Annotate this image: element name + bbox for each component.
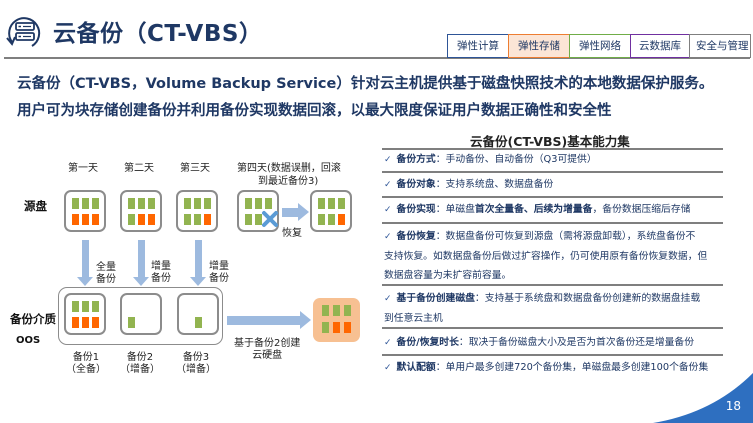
divider bbox=[382, 327, 723, 329]
backup-2-incremental bbox=[120, 293, 162, 335]
oos-label: OOS bbox=[16, 335, 41, 346]
check-icon: ✓ bbox=[384, 155, 392, 165]
backup-2-label: 备份2（增备） bbox=[120, 352, 160, 375]
create-disk-label: 基于备份2创建云硬盘 bbox=[234, 338, 301, 361]
source-disk-day1 bbox=[64, 190, 106, 232]
source-disk-day2 bbox=[120, 190, 162, 232]
incremental-backup-label-2: 增量备份 bbox=[209, 261, 229, 284]
check-icon: ✓ bbox=[384, 363, 392, 373]
server-backup-cycle-icon bbox=[6, 17, 41, 47]
full-backup-label: 全量备份 bbox=[96, 262, 116, 285]
incremental-backup-arrow-1 bbox=[133, 240, 149, 286]
capability-backup-duration: ✓备份/恢复时长：取决于备份磁盘大小及是否为首次备份还是增量备份 bbox=[384, 337, 695, 348]
capability-backup-target: ✓备份对象：支持系统盘、数据盘备份 bbox=[384, 179, 554, 190]
page-number: 18 bbox=[725, 399, 741, 413]
day-label-2: 第二天 bbox=[124, 163, 154, 174]
page-title: 云备份（CT-VBS） bbox=[53, 21, 263, 47]
intro-line-2: 用户可为块存储创建备份并利用备份实现数据回滚，以最大限度保证用户数据正确性和安全… bbox=[17, 103, 612, 119]
check-icon: ✓ bbox=[384, 294, 392, 304]
backup-1-full bbox=[64, 293, 106, 335]
divider bbox=[382, 354, 723, 356]
capability-backup-mode: ✓备份方式：手动备份、自动备份（Q3可提供） bbox=[384, 154, 597, 165]
backup-3-label: 备份3（增备） bbox=[176, 352, 216, 375]
tab-elastic-storage[interactable]: 弹性存储 bbox=[508, 34, 570, 58]
check-icon: ✓ bbox=[384, 338, 392, 348]
check-icon: ✓ bbox=[384, 232, 392, 242]
source-disk-restored bbox=[310, 190, 352, 232]
create-disk-arrow bbox=[227, 311, 311, 329]
check-icon: ✓ bbox=[384, 180, 392, 190]
delete-x-icon bbox=[262, 211, 278, 227]
divider bbox=[382, 284, 723, 286]
capability-backup-restore: ✓备份恢复：数据盘备份可恢复到源盘（需将源盘卸载），系统盘备份不 支持恢复。如数… bbox=[384, 231, 708, 281]
day-label-1: 第一天 bbox=[68, 163, 98, 174]
source-disk-day4-deleted bbox=[237, 190, 279, 232]
backup-1-label: 备份1（全备） bbox=[66, 352, 106, 375]
page-corner-decoration bbox=[653, 373, 753, 423]
source-disk-label: 源盘 bbox=[24, 199, 47, 213]
capabilities-title-rule bbox=[382, 148, 723, 150]
new-cloud-disk bbox=[313, 298, 360, 342]
capability-backup-implementation: ✓备份实现：单磁盘首次全量备、后续为增量备，备份数据压缩后存储 bbox=[384, 204, 691, 215]
title-divider bbox=[4, 57, 750, 59]
divider bbox=[382, 196, 723, 198]
backup-medium-label: 备份介质 bbox=[10, 312, 56, 326]
tab-security-management[interactable]: 安全与管理 bbox=[689, 34, 751, 58]
capability-create-disk-from-backup: ✓基于备份创建磁盘：支持基于系统盘和数据盘备份创建新的数据盘挂载 到任意云主机 bbox=[384, 293, 701, 324]
source-disk-day3 bbox=[176, 190, 218, 232]
divider bbox=[382, 222, 723, 224]
day-label-4-line2: 到最近备份3) bbox=[258, 176, 319, 187]
restore-arrow bbox=[282, 203, 309, 221]
intro-line-1: 云备份（CT-VBS，Volume Backup Service）针对云主机提供… bbox=[17, 76, 714, 92]
incremental-backup-label-1: 增量备份 bbox=[151, 261, 171, 284]
capability-default-quota: ✓默认配额：单用户最多创建720个备份集，单磁盘最多创建100个备份集 bbox=[384, 362, 709, 373]
incremental-backup-arrow-2 bbox=[190, 240, 206, 286]
tab-elastic-network[interactable]: 弹性网络 bbox=[569, 34, 631, 58]
day-label-4-line1: 第四天(数据误删，回滚 bbox=[237, 163, 341, 174]
day-label-3: 第三天 bbox=[180, 163, 210, 174]
check-icon: ✓ bbox=[384, 205, 392, 215]
tab-cloud-database[interactable]: 云数据库 bbox=[630, 34, 690, 58]
backup-3-incremental bbox=[177, 293, 219, 335]
category-tabs: 弹性计算 弹性存储 弹性网络 云数据库 安全与管理 bbox=[447, 34, 751, 58]
capabilities-title: 云备份(CT-VBS)基本能力集 bbox=[470, 134, 630, 149]
restore-label: 恢复 bbox=[282, 228, 302, 239]
tab-elastic-compute[interactable]: 弹性计算 bbox=[447, 34, 509, 58]
full-backup-arrow bbox=[77, 240, 93, 286]
divider bbox=[382, 171, 723, 173]
